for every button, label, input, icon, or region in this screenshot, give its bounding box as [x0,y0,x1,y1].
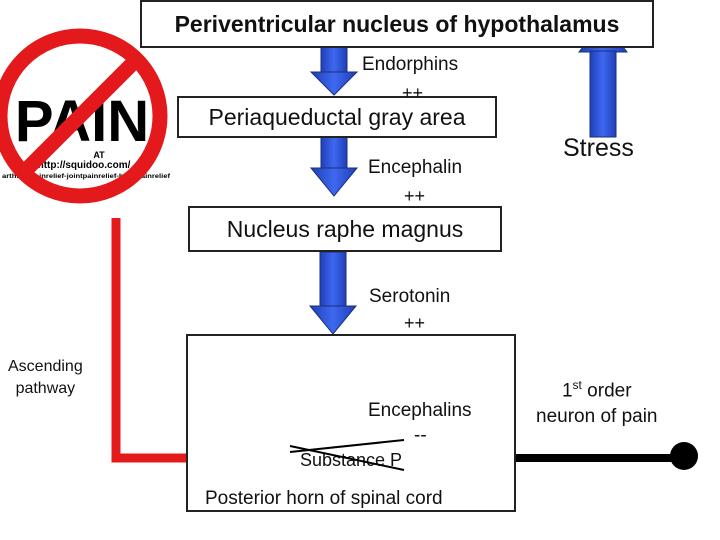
endorphins-sign: ++ [402,83,424,103]
raphe-box: Nucleus raphe magnus [188,206,502,252]
substance-p-label: Substance P [300,450,403,470]
serotonin-sign: ++ [404,313,426,333]
first-order-rest: order [581,380,632,402]
ascending-pathway-label: Ascending pathway [8,356,83,400]
encephalin-arrow [309,133,359,197]
periventricular-box: Periventricular nucleus of hypothalamus [140,0,654,48]
periaqueductal-label: Periaqueductal gray area [208,103,466,130]
posterior-horn-label: Posterior horn of spinal cord [205,488,443,509]
encephalins-sign: -- [414,425,427,446]
first-order-line2: neuron of pain [536,406,658,428]
serotonin-label: Serotonin [369,286,451,307]
first-order-label: 1st order neuron of pain [536,372,658,430]
encephalin-sign: ++ [404,186,426,206]
raphe-label: Nucleus raphe magnus [226,215,464,242]
pain-logo: PAIN AT http://squidoo.com/ arthritispai… [0,28,171,204]
endorphins-label: Endorphins [362,54,459,75]
stress-label: Stress [563,134,634,162]
pain-logo-at: AT [93,150,105,160]
periaqueductal-box: Periaqueductal gray area [177,96,497,138]
first-order-line1: 1st order [536,372,658,404]
periventricular-label: Periventricular nucleus of hypothalamus [174,10,620,37]
ascending-line1: Ascending [8,358,83,375]
encephalins-label: Encephalins [368,400,472,421]
ascending-line2: pathway [15,380,76,397]
pain-logo-url: http://squidoo.com/ [38,160,131,171]
posterior-horn-box [186,334,516,512]
first-order-superscript: st [572,378,582,392]
serotonin-arrow [308,251,358,335]
pain-logo-path: arthritispainrelief-jointpainrelief-back… [2,173,171,180]
first-order-ordinal: 1 [561,380,573,402]
endorphins-arrow [309,45,359,96]
encephalin-label: Encephalin [368,157,463,178]
first-order-neuron-dot [670,442,698,470]
